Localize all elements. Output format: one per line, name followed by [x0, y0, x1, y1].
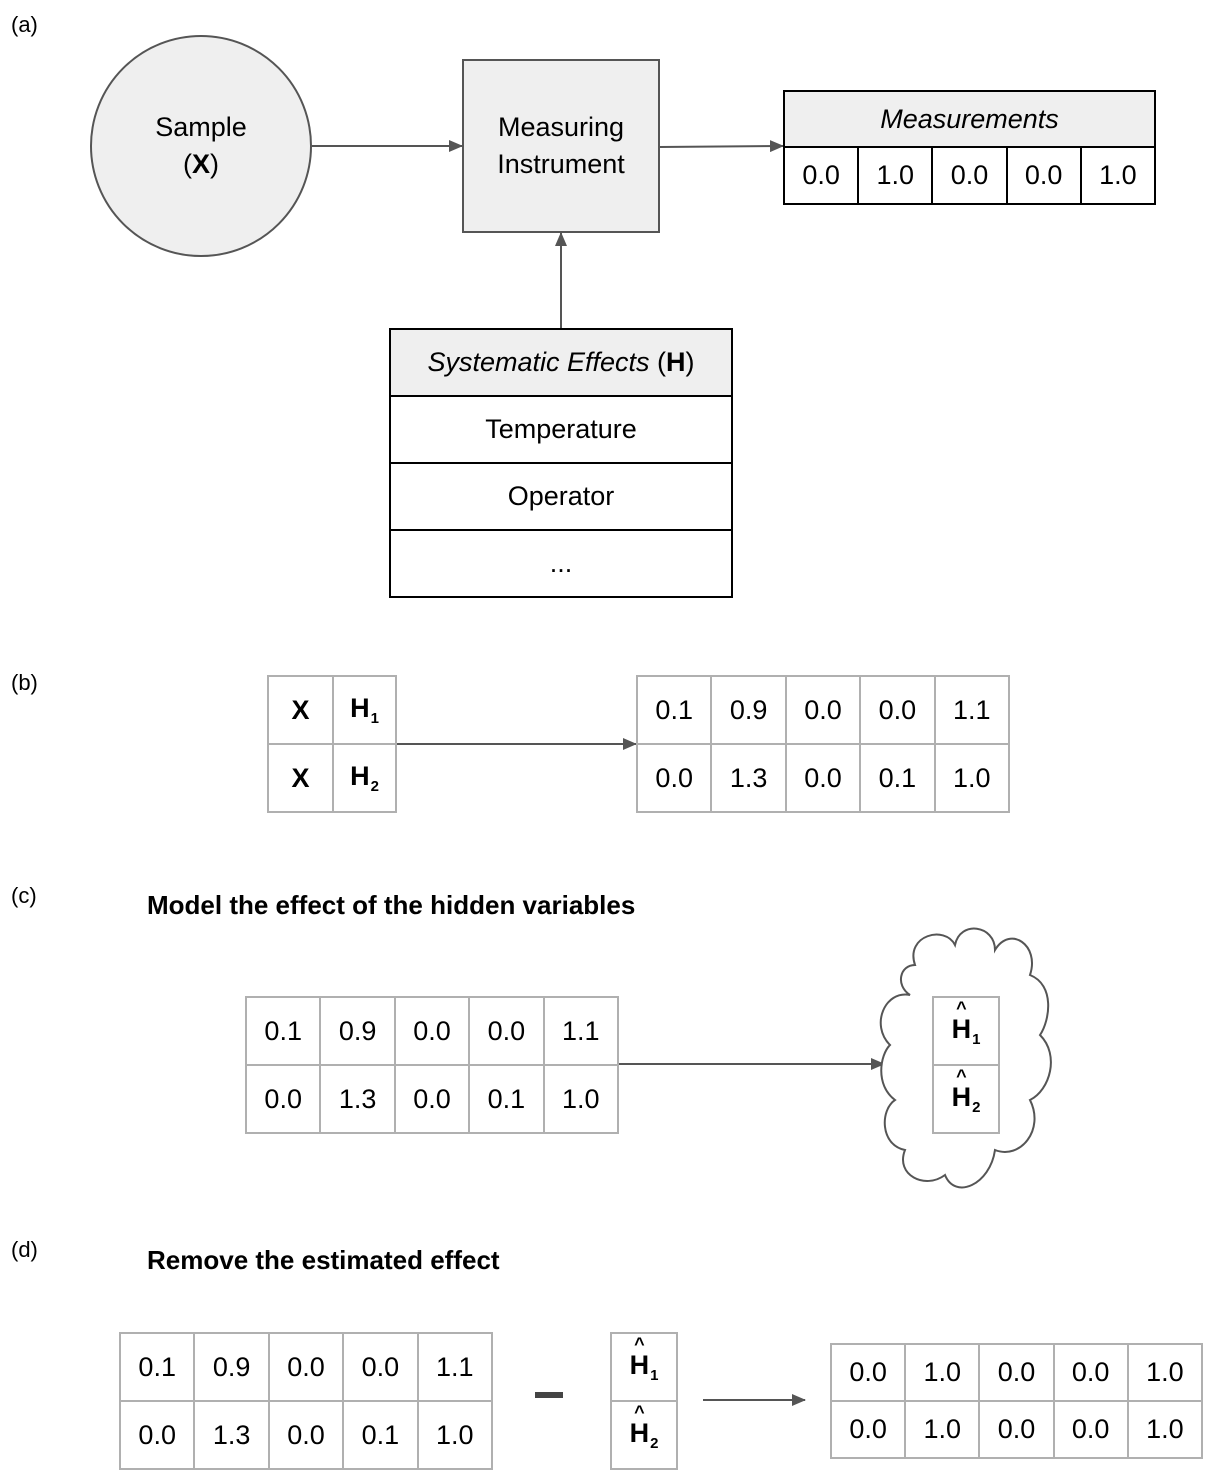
- sample-symbol-line: (X): [182, 149, 219, 179]
- panel-label-c: (c): [11, 883, 37, 908]
- sample-label: Sample: [155, 112, 247, 142]
- observed-measurements-table-d: 0.1 0.9 0.0 0.0 1.1 0.0 1.3 0.0 0.1 1.0: [118, 1332, 494, 1470]
- observed-measurements-table-b: 0.1 0.9 0.0 0.0 1.1 0.0 1.3 0.0 0.1 1.0: [635, 675, 1011, 813]
- value-cell: 0.0: [342, 1332, 419, 1402]
- value-cell: 0.1: [859, 743, 936, 813]
- effect-item: Operator: [389, 462, 733, 531]
- systematic-effects-title: Systematic Effects: [427, 347, 650, 377]
- systematic-effects-header: Systematic Effects (H): [389, 328, 733, 397]
- value-cell: 1.1: [933, 675, 1011, 745]
- value-cell: 0.0: [1052, 1400, 1129, 1459]
- value-cell: 0.0: [784, 743, 862, 813]
- panel-label-d: (d): [11, 1237, 38, 1262]
- value-cell: 1.0: [416, 1400, 494, 1470]
- measuring-instrument-node: Measuring Instrument: [462, 59, 660, 233]
- value-cell: 1.0: [904, 1343, 981, 1402]
- value-cell: 1.3: [193, 1400, 270, 1470]
- value-cell: 0.1: [468, 1064, 545, 1134]
- panel-c-heading: Model the effect of the hidden variables: [147, 890, 636, 920]
- measurement-cell: 0.0: [782, 146, 860, 205]
- value-cell: 0.0: [267, 1332, 345, 1402]
- x-cell: X: [267, 743, 334, 813]
- h-hat-cell: H1: [932, 996, 1000, 1066]
- measurements-header: Measurements: [783, 90, 1156, 148]
- value-cell: 0.0: [118, 1400, 196, 1470]
- instrument-label-line2: Instrument: [497, 149, 625, 179]
- h-hat-cell: H1: [610, 1332, 678, 1402]
- value-cell: 0.0: [1052, 1343, 1129, 1402]
- value-cell: 1.3: [710, 743, 787, 813]
- h-hat-cell: H2: [932, 1064, 1000, 1134]
- value-cell: 0.0: [267, 1400, 345, 1470]
- panel-d-heading: Remove the estimated effect: [147, 1245, 500, 1275]
- value-cell: 0.0: [784, 675, 862, 745]
- input-variables-table: X H1 X H2: [267, 675, 397, 813]
- measurement-cell: 1.0: [857, 146, 934, 205]
- value-cell: 0.0: [244, 1064, 322, 1134]
- value-cell: 1.0: [542, 1064, 620, 1134]
- value-cell: 0.9: [193, 1332, 270, 1402]
- h-cell: H1: [332, 675, 397, 745]
- value-cell: 0.1: [118, 1332, 196, 1402]
- panel-label-a: (a): [11, 12, 38, 37]
- h-cell: H2: [332, 743, 397, 813]
- value-cell: 0.0: [829, 1400, 907, 1459]
- value-cell: 1.0: [1126, 1400, 1204, 1459]
- h-hat-cell: H2: [610, 1400, 678, 1470]
- minus-sign: [535, 1392, 563, 1398]
- value-cell: 0.0: [859, 675, 936, 745]
- corrected-measurements-table: 0.0 1.0 0.0 0.0 1.0 0.0 1.0 0.0 0.0 1.0: [829, 1343, 1204, 1459]
- value-cell: 0.0: [393, 996, 471, 1066]
- panel-label-b: (b): [11, 670, 38, 695]
- estimated-hidden-table-d: H1 H2: [610, 1332, 678, 1470]
- instrument-label-line1: Measuring: [497, 112, 625, 142]
- measurement-cell: 0.0: [931, 146, 1008, 205]
- measurement-cell: 1.0: [1079, 146, 1157, 205]
- value-cell: 0.0: [978, 1343, 1055, 1402]
- value-cell: 0.1: [244, 996, 322, 1066]
- value-cell: 0.1: [342, 1400, 419, 1470]
- sample-node: Sample (X): [90, 35, 312, 257]
- x-cell: X: [267, 675, 334, 745]
- value-cell: 1.0: [933, 743, 1011, 813]
- arrow-instrument-to-measurements: [659, 140, 784, 153]
- value-cell: 0.0: [829, 1343, 907, 1402]
- effect-item: Temperature: [389, 395, 733, 464]
- value-cell: 0.9: [710, 675, 787, 745]
- measurements-table: Measurements 0.0 1.0 0.0 0.0 1.0: [782, 90, 1157, 205]
- estimated-hidden-table-c: H1 H2: [932, 996, 1000, 1134]
- value-cell: 0.0: [978, 1400, 1055, 1459]
- observed-measurements-table-c: 0.1 0.9 0.0 0.0 1.1 0.0 1.3 0.0 0.1 1.0: [244, 996, 620, 1134]
- value-cell: 0.0: [393, 1064, 471, 1134]
- sample-symbol: X: [191, 149, 210, 179]
- value-cell: 0.9: [319, 996, 396, 1066]
- value-cell: 1.1: [542, 996, 620, 1066]
- effect-item: ...: [389, 529, 733, 598]
- measurement-cell: 0.0: [1005, 146, 1082, 205]
- systematic-effects-symbol: H: [666, 347, 686, 377]
- systematic-effects-table: Systematic Effects (H) Temperature Opera…: [389, 328, 733, 598]
- value-cell: 1.3: [319, 1064, 396, 1134]
- value-cell: 0.0: [635, 743, 713, 813]
- value-cell: 1.0: [904, 1400, 981, 1459]
- value-cell: 1.0: [1126, 1343, 1204, 1402]
- value-cell: 1.1: [416, 1332, 494, 1402]
- value-cell: 0.1: [635, 675, 713, 745]
- value-cell: 0.0: [468, 996, 545, 1066]
